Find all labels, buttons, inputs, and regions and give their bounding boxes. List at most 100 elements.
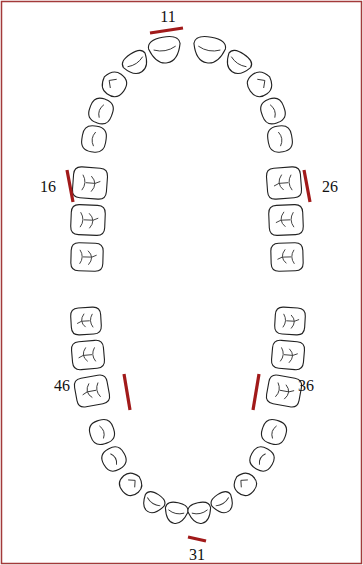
tooth-crown bbox=[274, 307, 306, 336]
tooth-crown bbox=[119, 47, 152, 79]
tooth-outline bbox=[138, 489, 167, 518]
tooth-groove bbox=[80, 250, 97, 265]
teeth-group bbox=[70, 34, 306, 525]
tooth-groove bbox=[280, 347, 298, 363]
tooth-groove bbox=[82, 175, 101, 193]
tooth-groove bbox=[238, 477, 248, 488]
tooth-crown bbox=[86, 95, 116, 126]
tooth-groove bbox=[198, 46, 221, 52]
tooth-outline bbox=[119, 47, 152, 79]
tooth-outline bbox=[163, 500, 190, 525]
tooth-groove bbox=[154, 46, 177, 52]
tooth-crown bbox=[70, 204, 105, 235]
tooth-groove bbox=[192, 510, 208, 515]
tooth-number: 46 bbox=[54, 378, 70, 394]
tooth-outline bbox=[70, 204, 105, 235]
tooth-groove bbox=[81, 382, 101, 400]
tooth-outline bbox=[191, 34, 227, 65]
tooth-groove bbox=[146, 498, 160, 508]
tooth-outline bbox=[221, 47, 254, 79]
tooth-crown bbox=[70, 307, 102, 336]
tooth-crown bbox=[229, 468, 260, 499]
tooth-crown bbox=[71, 340, 105, 371]
tooth-outline bbox=[147, 34, 183, 65]
tooth-groove bbox=[257, 76, 268, 88]
tooth-crown bbox=[163, 500, 190, 525]
tooth-crown bbox=[115, 468, 146, 499]
tooth-outline bbox=[71, 243, 104, 272]
tooth-groove bbox=[91, 132, 96, 146]
tooth-groove bbox=[168, 510, 184, 515]
tooth-outline bbox=[258, 95, 288, 126]
tooth-outline bbox=[86, 95, 116, 126]
index-mark bbox=[150, 28, 183, 33]
tooth-crown bbox=[268, 204, 303, 235]
tooth-groove bbox=[80, 212, 98, 228]
tooth-crown bbox=[80, 124, 108, 153]
tooth-groove bbox=[257, 453, 265, 465]
tooth-groove bbox=[275, 383, 295, 401]
tooth-crown bbox=[147, 34, 183, 65]
tooth-outline bbox=[266, 166, 302, 199]
tooth-crown bbox=[187, 500, 214, 525]
tooth-outline bbox=[73, 374, 111, 408]
tooth-number: 16 bbox=[40, 179, 56, 195]
tooth-crown bbox=[271, 243, 304, 272]
tooth-crown bbox=[243, 67, 277, 101]
tooth-crown bbox=[87, 417, 117, 447]
tooth-outline bbox=[80, 124, 108, 153]
tooth-crown bbox=[271, 340, 305, 371]
tooth-crown bbox=[246, 443, 277, 474]
tooth-crown bbox=[73, 374, 111, 408]
tooth-outline bbox=[271, 243, 304, 272]
index-mark bbox=[67, 170, 73, 202]
tooth-crown bbox=[266, 124, 294, 153]
tooth-groove bbox=[278, 132, 283, 146]
tooth-groove bbox=[128, 57, 144, 69]
tooth-groove bbox=[275, 211, 293, 227]
tooth-crown bbox=[258, 95, 288, 126]
tooth-groove bbox=[270, 104, 277, 118]
index-mark bbox=[253, 374, 259, 410]
tooth-groove bbox=[273, 174, 292, 192]
tooth-crown bbox=[266, 166, 302, 199]
tooth-number: 36 bbox=[298, 378, 314, 394]
tooth-groove bbox=[216, 498, 230, 508]
tooth-outline bbox=[266, 124, 294, 153]
tooth-crown bbox=[191, 34, 227, 65]
tooth-groove bbox=[283, 314, 300, 329]
tooth-crown bbox=[71, 243, 104, 272]
tooth-groove bbox=[106, 76, 117, 88]
tooth-groove bbox=[270, 425, 276, 438]
tooth-groove bbox=[110, 453, 118, 465]
tooth-groove bbox=[128, 477, 138, 488]
tooth-number: 11 bbox=[160, 9, 175, 25]
tooth-crown bbox=[265, 374, 303, 408]
tooth-crown bbox=[97, 67, 131, 101]
tooth-outline bbox=[115, 468, 146, 499]
tooth-groove bbox=[78, 347, 96, 363]
tooth-outline bbox=[274, 307, 306, 336]
tooth-outline bbox=[259, 417, 289, 447]
tooth-outline bbox=[70, 307, 102, 336]
index-mark bbox=[188, 537, 206, 541]
tooth-crown bbox=[98, 443, 129, 474]
tooth-outline bbox=[246, 443, 277, 474]
tooth-outline bbox=[87, 417, 117, 447]
tooth-outline bbox=[268, 204, 303, 235]
tooth-outline bbox=[187, 500, 214, 525]
tooth-number: 31 bbox=[189, 547, 205, 563]
tooth-crown bbox=[138, 489, 167, 518]
tooth-crown bbox=[72, 166, 108, 199]
tooth-outline bbox=[98, 443, 129, 474]
tooth-groove bbox=[277, 249, 294, 264]
tooth-outline bbox=[208, 489, 237, 518]
index-mark bbox=[124, 374, 130, 410]
index-mark bbox=[304, 170, 310, 202]
tooth-outline bbox=[271, 340, 305, 371]
tooth-outline bbox=[265, 374, 303, 408]
tooth-outline bbox=[72, 166, 108, 199]
